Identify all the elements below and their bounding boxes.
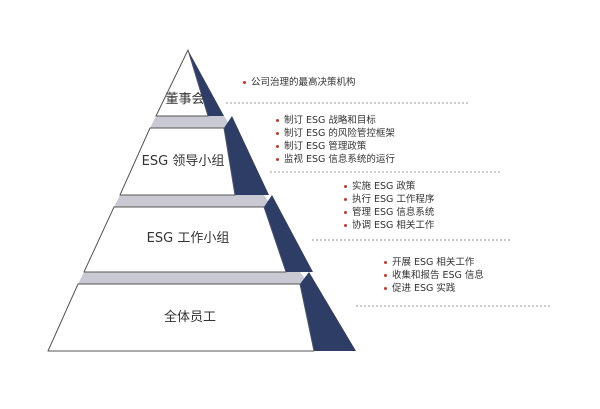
list-item: 开展 ESG 相关工作 — [384, 256, 484, 269]
list-item: 执行 ESG 工作程序 — [344, 193, 434, 206]
tier-2-bullets: 制订 ESG 战略和目标 制订 ESG 的风险管控框架 制订 ESG 管理政策 … — [276, 114, 395, 166]
tier-1-bullets: 公司治理的最高决策机构 — [243, 76, 356, 89]
tier-2-label: ESG 领导小组 — [141, 154, 225, 169]
gap-band-3 — [78, 272, 309, 284]
gap-band-1 — [150, 116, 232, 128]
bullet-dot-icon — [276, 158, 279, 161]
list-item: 收集和报告 ESG 信息 — [384, 269, 484, 282]
bullet-dot-icon — [384, 274, 387, 277]
bullet-dot-icon — [243, 81, 246, 84]
tier-2-side — [224, 116, 269, 195]
list-item: 制订 ESG 管理政策 — [276, 140, 395, 153]
tier-4-face — [47, 283, 315, 352]
tier-1-face — [155, 49, 209, 117]
list-item: 制订 ESG 的风险管控框架 — [276, 127, 395, 140]
bullet-dot-icon — [384, 261, 387, 264]
bullet-dot-icon — [384, 287, 387, 290]
tier-2-face — [119, 127, 236, 196]
bullet-dot-icon — [344, 198, 347, 201]
bullet-dot-icon — [344, 185, 347, 188]
tier-4-bullets: 开展 ESG 相关工作 收集和报告 ESG 信息 促进 ESG 实践 — [384, 256, 484, 295]
tier-3-label: ESG 工作小组 — [146, 231, 230, 246]
tier-1-label: 董事会 — [165, 92, 205, 107]
list-item: 实施 ESG 政策 — [344, 180, 434, 193]
gap-band-2 — [114, 195, 272, 207]
bullet-dot-icon — [276, 132, 279, 135]
bullet-dot-icon — [276, 145, 279, 148]
tier-3-bullets: 实施 ESG 政策 执行 ESG 工作程序 管理 ESG 信息系统 协调 ESG… — [344, 180, 434, 232]
list-item: 制订 ESG 战略和目标 — [276, 114, 395, 127]
tier-3-side — [264, 195, 313, 272]
tier-4-label: 全体员工 — [163, 310, 216, 325]
tier-3-face — [83, 206, 287, 273]
list-item: 公司治理的最高决策机构 — [243, 76, 356, 89]
bullet-dot-icon — [344, 211, 347, 214]
list-item: 管理 ESG 信息系统 — [344, 206, 434, 219]
bullet-dot-icon — [344, 224, 347, 227]
list-item: 监视 ESG 信息系统的运行 — [276, 153, 395, 166]
bullet-dot-icon — [276, 119, 279, 122]
list-item: 协调 ESG 相关工作 — [344, 219, 434, 232]
list-item: 促进 ESG 实践 — [384, 282, 484, 295]
tier-4-side — [300, 272, 356, 351]
